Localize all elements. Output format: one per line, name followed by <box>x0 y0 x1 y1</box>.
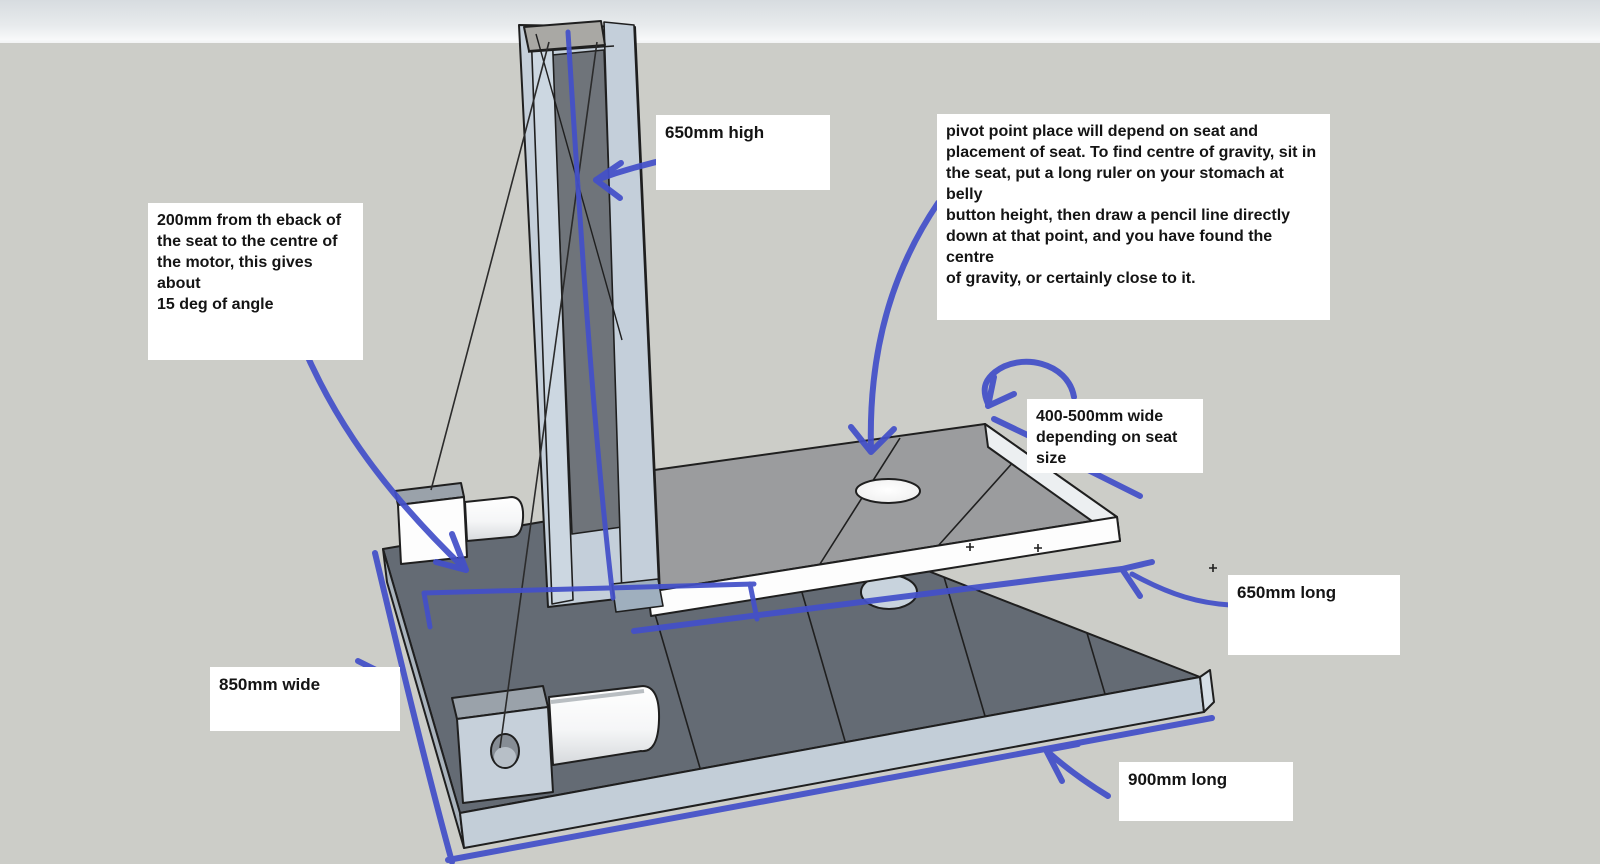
upper-motor-cylinder <box>465 497 523 541</box>
label-200mm-note: 200mm from th eback of the seat to the c… <box>148 203 363 360</box>
seat-pivot-hole <box>856 479 920 503</box>
label-pivot-note: pivot point place will depend on seat an… <box>937 114 1330 320</box>
label-650mm-high: 650mm high <box>656 115 830 190</box>
arrow-pivot-point <box>851 203 938 452</box>
arrow-900mm <box>1046 744 1108 796</box>
label-850mm-wide: 850mm wide <box>210 667 400 731</box>
column-foot <box>612 579 663 612</box>
label-900mm-long: 900mm long <box>1119 762 1293 821</box>
label-650mm-long: 650mm long <box>1228 575 1400 655</box>
label-400-500mm-wide: 400-500mm wide depending on seat size <box>1027 399 1203 473</box>
